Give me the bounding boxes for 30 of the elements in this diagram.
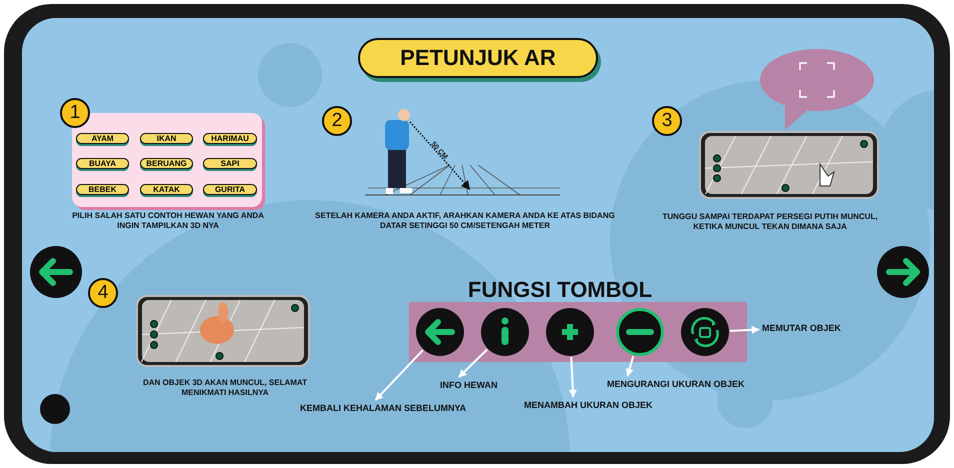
animal-option: KATAK [140, 184, 193, 195]
round-button [416, 308, 464, 356]
animal-option: GURITA [203, 184, 257, 195]
button-description: MENAMBAH UKURAN OBJEK [524, 400, 688, 413]
arrow [568, 356, 577, 398]
round-button [546, 308, 594, 356]
step-instruction: TUNGGU SAMPAI TERDAPAT PERSEGI PUTIH MUNCUL, KETIKA MUNCUL TEKAN DIMANA SAJA [661, 212, 879, 232]
animal-option: IKAN [140, 133, 193, 144]
step-instruction: PILIH SALAH SATU CONTOH HEWAN YANG ANDA INGIN TAMPILKAN 3D NYA [71, 211, 265, 231]
arrow [374, 349, 424, 401]
arrow [458, 348, 488, 378]
round-button [681, 308, 729, 356]
section-heading: FUNGSI TOMBOL [466, 276, 654, 304]
button-description: MENGURANGI UKURAN OBJEK [607, 379, 779, 392]
button-description: MEMUTAR OBJEK [762, 323, 872, 336]
animal-option: BEBEK [76, 184, 129, 195]
round-button [616, 308, 664, 356]
button-panel [409, 302, 747, 362]
animal-option: HARIMAU [203, 133, 257, 144]
animal-option: BUAYA [76, 158, 129, 169]
step-instruction: DAN OBJEK 3D AKAN MUNCUL, SELAMAT MENIKMATI HASILNYA [142, 378, 308, 398]
step-instruction: SETELAH KAMERA ANDA AKTIF, ARAHKAN KAMERA ANDA KE ATAS BIDANG DATAR SETINGGI 50 CM/SETENGAH METER [314, 211, 616, 231]
animal-option: AYAM [76, 133, 129, 144]
animal-option: SAPI [203, 158, 257, 169]
button-description: KEMBALI KEHALAMAN SEBELUMNYA [300, 403, 510, 416]
animal-option: BERUANG [140, 158, 193, 169]
arrow [730, 326, 760, 334]
round-button [481, 308, 529, 356]
button-description: INFO HEWAN [440, 380, 516, 393]
arrow [626, 356, 634, 377]
